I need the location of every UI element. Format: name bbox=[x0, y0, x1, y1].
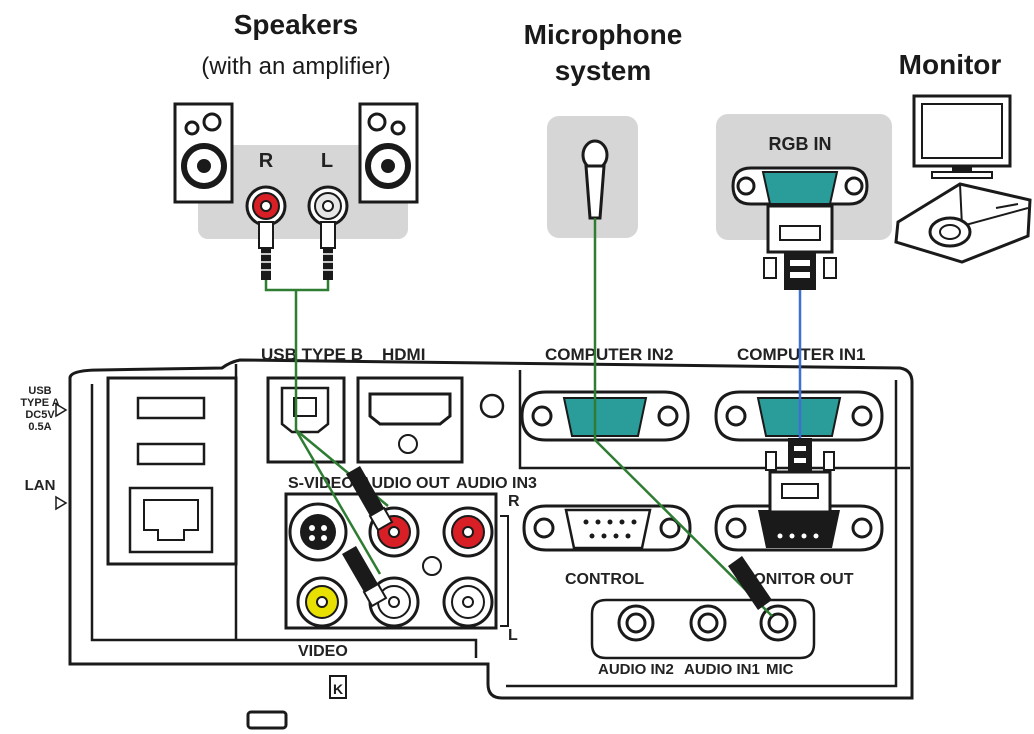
panel-screw-icon bbox=[422, 556, 442, 576]
svg-text:TYPE A: TYPE A bbox=[20, 397, 59, 409]
usb-type-a-port-2 bbox=[136, 442, 206, 466]
audio-in1-port bbox=[689, 604, 727, 642]
speakers-subtitle: (with an amplifier) bbox=[201, 53, 390, 80]
svg-text:DC5V: DC5V bbox=[25, 409, 55, 421]
audio-in3-r-port bbox=[442, 506, 494, 558]
monitor-group: RGB IN bbox=[716, 94, 1032, 290]
s-video-label: S-VIDEO bbox=[288, 475, 354, 492]
speaker-l-plug bbox=[320, 221, 336, 280]
monitor-out-port bbox=[714, 504, 884, 552]
lan-arrow-icon bbox=[55, 495, 68, 511]
control-label: CONTROL bbox=[565, 571, 644, 588]
mic-label: MIC bbox=[766, 661, 794, 678]
audio-in1-label: AUDIO IN1 bbox=[684, 661, 760, 678]
microphone-title-line2: system bbox=[555, 55, 652, 86]
rgb-in-port bbox=[731, 166, 869, 206]
microphone-group bbox=[547, 116, 638, 238]
audio-out-label: AUDIO OUT bbox=[360, 475, 450, 492]
ground-screw-icon bbox=[479, 393, 505, 419]
microphone-cable bbox=[593, 218, 773, 617]
usb-type-b-port bbox=[266, 376, 346, 464]
speaker-l-label: L bbox=[321, 150, 333, 172]
speaker-r-jack bbox=[245, 185, 287, 227]
speaker-r-plug bbox=[258, 221, 274, 280]
lan-label: LAN bbox=[25, 477, 56, 494]
audio-in3-l-label: L bbox=[508, 627, 518, 644]
usb-type-a-port-1 bbox=[136, 396, 206, 420]
projector-icon bbox=[894, 182, 1032, 264]
monitor-title: Monitor bbox=[899, 49, 1002, 80]
speaker-right-icon bbox=[358, 102, 419, 204]
computer-in2-label: COMPUTER IN2 bbox=[545, 345, 673, 364]
rgb-cable bbox=[765, 290, 835, 514]
microphone-icon bbox=[581, 139, 609, 220]
projector-panel: USB TYPE B HDMI COMPUTER IN2 COMPUTER IN… bbox=[20, 345, 914, 730]
s-video-port bbox=[288, 502, 348, 562]
monitor-out-label: MONITOR OUT bbox=[740, 571, 854, 588]
audio-in3-l-port bbox=[442, 576, 494, 628]
computer-in2-port bbox=[520, 390, 690, 442]
microphone-title-line1: Microphone bbox=[524, 19, 683, 50]
usb-type-b-label: USB TYPE B bbox=[261, 345, 363, 364]
speakers-title: Speakers bbox=[234, 9, 359, 40]
hdmi-label: HDMI bbox=[382, 345, 425, 364]
speaker-r-label: R bbox=[259, 150, 274, 172]
svg-text:0.5A: 0.5A bbox=[28, 421, 51, 433]
hdmi-port bbox=[356, 376, 464, 464]
speaker-l-jack bbox=[307, 185, 349, 227]
monitor-icon bbox=[912, 94, 1012, 179]
panel-outline bbox=[68, 358, 914, 700]
audio-in2-port bbox=[617, 604, 655, 642]
video-label: VIDEO bbox=[298, 643, 348, 660]
rgb-in-label: RGB IN bbox=[769, 134, 832, 154]
video-port bbox=[296, 576, 348, 628]
kensington-lock-icon: K bbox=[329, 675, 347, 699]
rgb-in-plug bbox=[763, 204, 837, 290]
audio-in3-r-label: R bbox=[508, 493, 520, 510]
security-slot bbox=[246, 710, 288, 730]
usb-lan-block bbox=[106, 376, 238, 566]
svg-text:USB: USB bbox=[28, 385, 51, 397]
speakers-group: R L bbox=[173, 102, 419, 280]
audio-in3-label: AUDIO IN3 bbox=[456, 475, 537, 492]
svg-text:K: K bbox=[333, 681, 343, 697]
usb-type-a-label: USB TYPE A DC5V 0.5A bbox=[20, 385, 68, 433]
control-port bbox=[522, 504, 692, 552]
speaker-left-icon bbox=[173, 102, 234, 204]
audio-in2-label: AUDIO IN2 bbox=[598, 661, 674, 678]
audio-out-plugs bbox=[342, 466, 394, 608]
